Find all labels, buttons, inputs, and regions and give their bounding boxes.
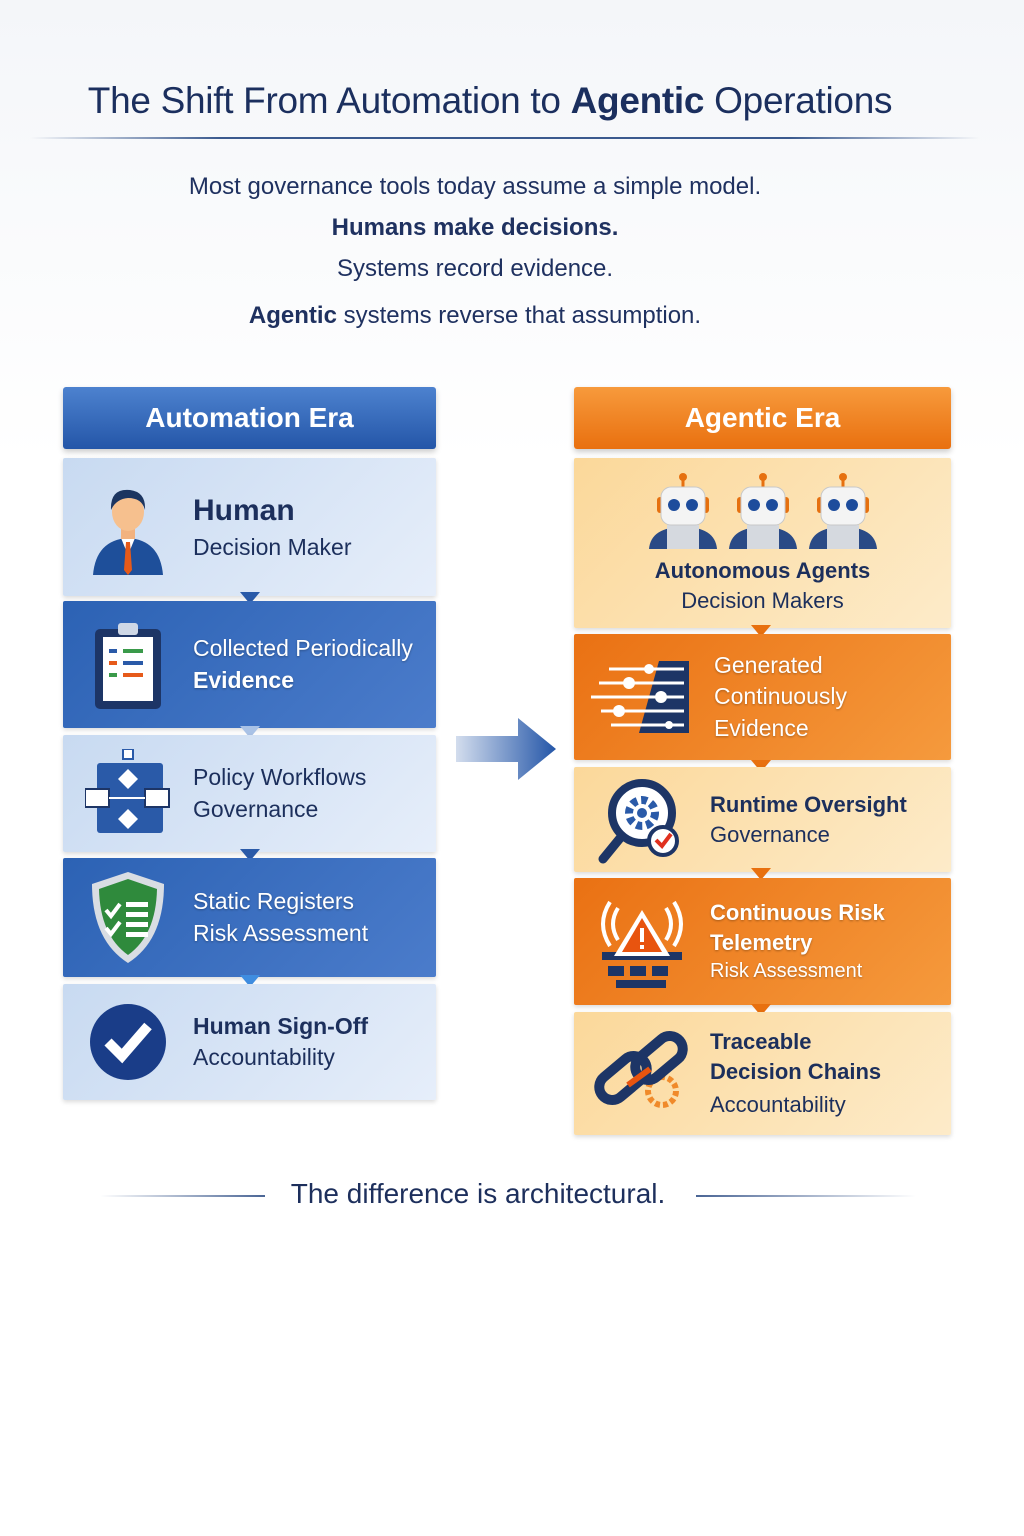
- checkmark-circle-icon: [63, 1002, 193, 1082]
- automation-era-header: Automation Era: [63, 387, 436, 449]
- intro-line-4: Agentic systems reverse that assumption.: [248, 302, 702, 329]
- card-subtitle: Evidence: [714, 714, 809, 741]
- card-subtitle: Accountability: [710, 1092, 846, 1118]
- card-subtitle: Evidence: [193, 666, 294, 693]
- card-subtitle: Risk Assessment: [193, 919, 369, 946]
- flow-arrow-down: [751, 868, 771, 880]
- card-title: Runtime Oversight: [710, 791, 907, 817]
- card-subtitle: Accountability: [193, 1044, 335, 1070]
- intro-line-3: Systems record evidence.: [336, 255, 614, 282]
- robots-icon: [643, 471, 883, 556]
- intro-line-2: Humans make decisions.: [331, 214, 619, 241]
- card-title-line-2: Continuously: [714, 683, 847, 710]
- title-divider: [30, 137, 980, 139]
- alert-signal-icon: [574, 894, 710, 990]
- card-title: Autonomous Agents: [654, 557, 871, 583]
- card-title: Collected Periodically: [193, 635, 413, 662]
- card-title: Policy Workflows: [193, 764, 367, 791]
- card-title: Human: [193, 494, 295, 528]
- card-title: Traceable: [710, 1028, 812, 1054]
- card-subtitle: Decision Maker: [193, 533, 352, 560]
- card-title: Static Registers: [193, 888, 355, 915]
- footer-statement: The difference is architectural.: [290, 1178, 666, 1209]
- card-subtitle: Decision Makers: [681, 587, 844, 613]
- magnifier-gear-icon: [574, 775, 710, 865]
- chain-link-icon: [574, 1029, 710, 1119]
- card-title: Continuous Risk: [710, 900, 885, 926]
- intro-line-1: Most governance tools today assume a sim…: [188, 173, 762, 200]
- card-subtitle: Governance: [193, 795, 319, 822]
- card-title-line-2: Telemetry: [710, 930, 813, 955]
- card-title: Human Sign-Off: [193, 1012, 369, 1039]
- transition-arrow-icon: [456, 718, 556, 780]
- shield-check-icon: [63, 870, 193, 965]
- clipboard-icon: [63, 621, 193, 709]
- agentic-era-header: Agentic Era: [574, 387, 951, 449]
- card-title-line-2: Decision Chains: [710, 1058, 882, 1084]
- footer-rule-left: [100, 1195, 265, 1197]
- data-stream-icon: [574, 657, 714, 737]
- workflow-icon: [63, 748, 193, 839]
- card-subtitle: Governance: [710, 821, 830, 847]
- businessman-icon: [63, 480, 193, 575]
- card-title: Generated: [714, 652, 823, 679]
- page-title: The Shift From Automation to Agentic Ope…: [87, 80, 893, 121]
- card-subtitle: Risk Assessment: [710, 959, 863, 982]
